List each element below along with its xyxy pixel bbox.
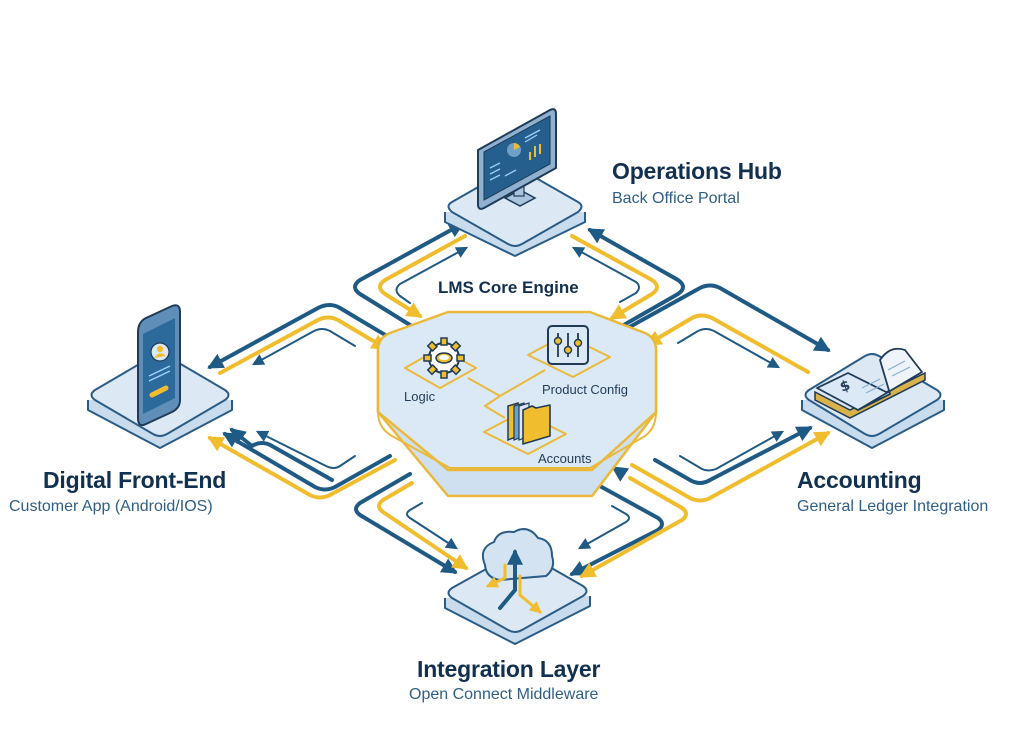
digital-front-end-title: Digital Front-End xyxy=(43,467,227,493)
flow-arrow-navy-thin xyxy=(251,328,356,366)
node-integration-layer[interactable] xyxy=(444,528,591,645)
connection-core-operations xyxy=(353,222,685,332)
folders-icon xyxy=(507,401,551,445)
ledger-book-icon: $ xyxy=(814,347,926,419)
flow-arrow-navy-thin xyxy=(577,505,630,550)
flow-arrow-gold xyxy=(579,476,688,578)
cloud-sync-icon xyxy=(481,528,555,614)
monitor-icon xyxy=(477,108,557,210)
flow-arrow-navy xyxy=(354,472,458,574)
accounting-title: Accounting xyxy=(797,467,922,493)
module-label-accounts: Accounts xyxy=(538,451,592,466)
digital-front-end-subtitle: Customer App (Android/IOS) xyxy=(9,498,213,515)
smartphone-icon xyxy=(137,304,181,427)
sliders-icon xyxy=(547,325,589,365)
flow-arrow-navy-thin xyxy=(255,430,356,469)
flow-arrow-navy xyxy=(587,228,685,332)
integration-layer-subtitle: Open Connect Middleware xyxy=(409,686,599,703)
flow-arrow-navy-thin xyxy=(406,502,459,550)
flow-arrow-navy xyxy=(653,426,813,485)
core-engine-title: LMS Core Engine xyxy=(438,278,579,297)
integration-layer-title: Integration Layer xyxy=(417,656,601,682)
connection-core-frontend xyxy=(207,303,404,500)
flow-arrow-gold xyxy=(645,313,810,374)
operations-hub-subtitle: Back Office Portal xyxy=(612,190,740,207)
flow-arrow-navy xyxy=(613,283,831,352)
module-connector xyxy=(467,369,546,419)
gear-icon xyxy=(423,337,465,379)
flow-arrow-navy xyxy=(222,432,392,492)
operations-hub-title: Operations Hub xyxy=(612,158,782,184)
flow-arrow-navy xyxy=(353,222,465,332)
flow-arrow-navy xyxy=(569,483,664,576)
flow-arrow-navy xyxy=(611,466,630,482)
flow-arrow-gold xyxy=(207,436,397,500)
flow-arrow-navy xyxy=(207,303,404,369)
connection-core-accounting xyxy=(613,283,831,503)
core-platform-bottom-edge xyxy=(377,411,657,469)
module-label-logic: Logic xyxy=(404,389,436,404)
core-engine-platform[interactable] xyxy=(376,310,658,498)
node-accounting[interactable]: $ xyxy=(801,347,945,449)
flow-arrow-gold xyxy=(570,234,659,320)
flow-arrow-navy-thin xyxy=(679,430,785,472)
flow-arrow-gold xyxy=(378,234,467,318)
node-digital-front-end[interactable] xyxy=(87,304,233,449)
flow-arrow-gold xyxy=(218,315,388,375)
flow-arrow-gold xyxy=(377,481,469,570)
flow-arrow-navy-thin xyxy=(571,246,640,303)
flow-arrow-gold xyxy=(630,431,831,503)
flow-arrow-navy xyxy=(229,428,334,482)
module-label-product-config: Product Config xyxy=(542,382,628,397)
connection-core-integration xyxy=(354,466,688,578)
node-operations-hub[interactable] xyxy=(444,108,586,257)
accounting-subtitle: General Ledger Integration xyxy=(797,498,989,515)
flow-arrow-navy-thin xyxy=(395,246,469,304)
flow-arrow-navy-thin xyxy=(677,328,781,369)
